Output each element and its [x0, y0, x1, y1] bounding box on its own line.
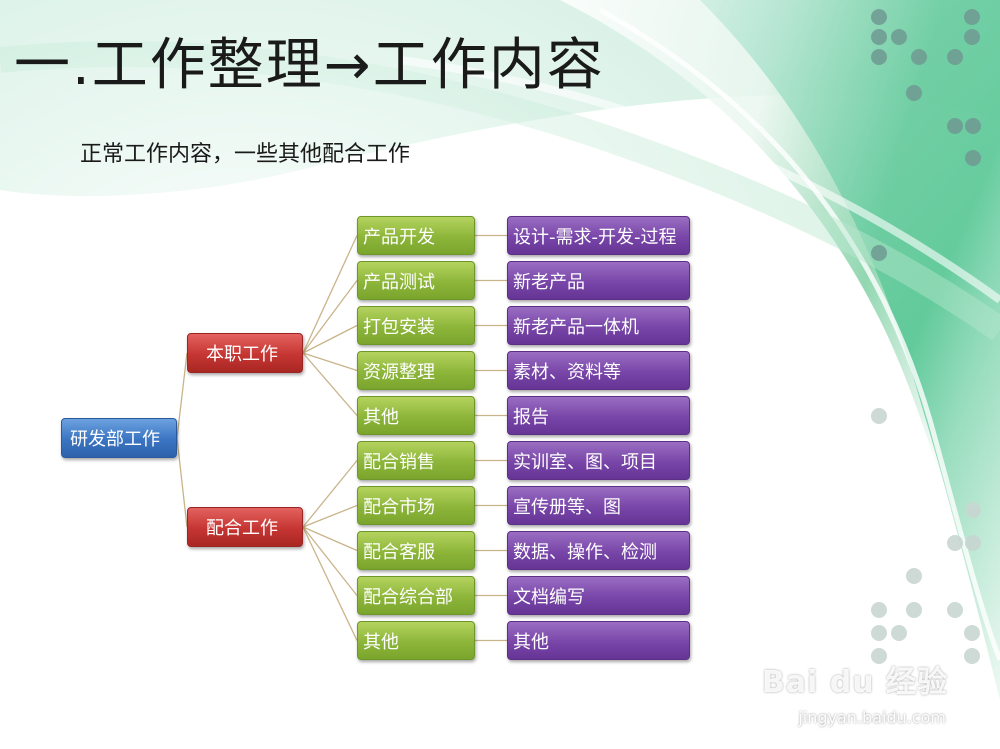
detail-node: 新老产品	[507, 261, 690, 300]
detail-node: 文档编写	[507, 576, 690, 615]
detail-node: 设计-需求-开发-过程	[507, 216, 690, 255]
slide-subtitle: 正常工作内容，一些其他配合工作	[80, 142, 411, 167]
watermark-logo: Bai du 经验	[761, 665, 948, 700]
detail-node: 实训室、图、项目	[507, 441, 690, 480]
task-node: 其他	[357, 621, 475, 660]
slide-title: 一.工作整理→工作内容	[14, 33, 605, 98]
detail-node: 素材、资料等	[507, 351, 690, 390]
task-node: 配合市场	[357, 486, 475, 525]
detail-node: 新老产品一体机	[507, 306, 690, 345]
task-node: 其他	[357, 396, 475, 435]
detail-node: 宣传册等、图	[507, 486, 690, 525]
task-node: 配合综合部	[357, 576, 475, 615]
detail-node: 数据、操作、检测	[507, 531, 690, 570]
watermark-url: jingyan.baidu.com	[798, 708, 946, 727]
branch-node-support-work: 配合工作	[187, 507, 303, 547]
task-node: 配合销售	[357, 441, 475, 480]
detail-node: 报告	[507, 396, 690, 435]
root-node: 研发部工作	[61, 418, 177, 458]
branch-node-core-work: 本职工作	[187, 333, 303, 373]
task-node: 产品测试	[357, 261, 475, 300]
task-node: 资源整理	[357, 351, 475, 390]
task-node: 配合客服	[357, 531, 475, 570]
detail-node: 其他	[507, 621, 690, 660]
task-node: 产品开发	[357, 216, 475, 255]
task-node: 打包安装	[357, 306, 475, 345]
